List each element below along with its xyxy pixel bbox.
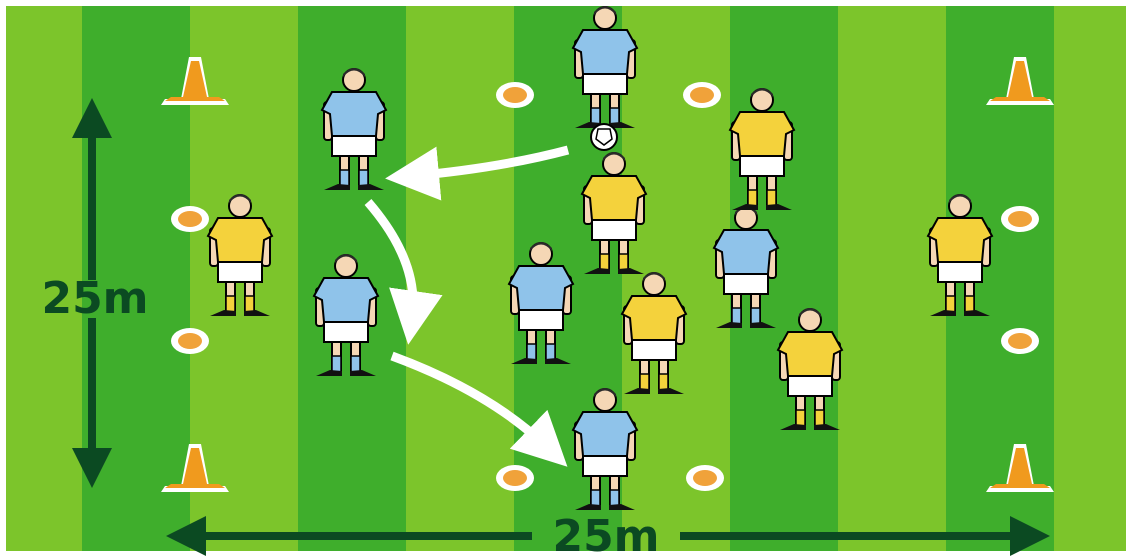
marker-left-1 bbox=[171, 206, 209, 232]
pass-arrow-3 bbox=[390, 351, 568, 467]
marker-bottom-2 bbox=[686, 465, 724, 491]
cone-top-right bbox=[986, 57, 1054, 105]
marker-left-2 bbox=[171, 328, 209, 354]
pass-arrow-1 bbox=[385, 145, 570, 201]
cone-bottom-right bbox=[986, 444, 1054, 492]
dimension-horizontal: 25m bbox=[166, 511, 1050, 557]
marker-top-1 bbox=[496, 82, 534, 108]
pass-arrows bbox=[364, 145, 570, 467]
marker-bottom-1 bbox=[496, 465, 534, 491]
dimension-vertical: 25m bbox=[41, 98, 149, 488]
horizontal-dimension-label: 25m bbox=[552, 511, 659, 557]
markers bbox=[171, 82, 1039, 491]
marker-right-2 bbox=[1001, 328, 1039, 354]
marker-top-2 bbox=[683, 82, 721, 108]
ball-icon bbox=[590, 123, 618, 151]
cone-bottom-left bbox=[161, 444, 229, 492]
cone-top-left bbox=[161, 57, 229, 105]
marker-right-1 bbox=[1001, 206, 1039, 232]
cones bbox=[161, 57, 1054, 492]
pass-arrow-2 bbox=[364, 199, 443, 345]
vertical-dimension-label: 25m bbox=[41, 273, 148, 324]
